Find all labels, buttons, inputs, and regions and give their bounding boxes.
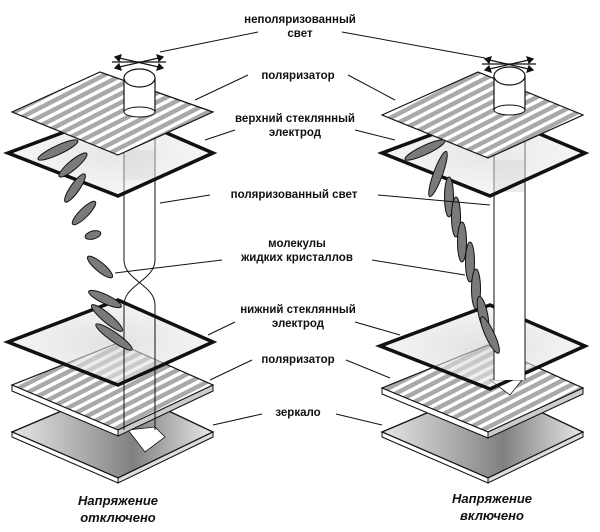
- label-lc-molecules: молекулы жидких кристаллов: [241, 237, 353, 265]
- label-line: нижний стеклянный: [240, 304, 356, 316]
- label-line: электрод: [271, 318, 325, 330]
- right-light-source: [493, 66, 526, 116]
- label-polarized-light: поляризованный свет: [230, 189, 358, 201]
- label-line: молекулы: [268, 238, 326, 250]
- right-unpolarized-arrows-icon: [482, 56, 536, 73]
- label-polarizer-bottom: поляризатор: [261, 354, 335, 366]
- label-lower-electrode: нижний стеклянный электрод: [240, 303, 356, 331]
- label-line: электрод: [268, 127, 322, 139]
- label-line: жидких кристаллов: [241, 252, 353, 264]
- right-lc-molecules: [404, 139, 500, 354]
- left-lower-electrode: [3, 298, 218, 387]
- leader-lines: [114, 31, 491, 426]
- caption-voltage-off: Напряжение отключено: [78, 492, 158, 526]
- label-polarizer-top: поляризатор: [261, 70, 335, 82]
- caption-line: включено: [460, 508, 524, 523]
- right-stack: [375, 56, 590, 484]
- label-line: неполяризованный: [244, 14, 356, 26]
- right-lower-electrode: [375, 303, 590, 391]
- right-top-polarizer: [380, 71, 585, 159]
- left-lc-molecules: [37, 139, 133, 351]
- caption-line: Напряжение: [452, 491, 532, 506]
- left-stack: [3, 54, 218, 484]
- label-line: верхний стеклянный: [235, 113, 355, 125]
- left-unpolarized-arrows-icon: [112, 54, 166, 71]
- caption-voltage-on: Напряжение включено: [452, 490, 532, 524]
- label-mirror: зеркало: [275, 407, 321, 419]
- caption-line: отключено: [80, 510, 156, 525]
- caption-line: Напряжение: [78, 493, 158, 508]
- label-unpolarized-light: неполяризованный свет: [244, 13, 356, 41]
- label-upper-electrode: верхний стеклянный электрод: [235, 112, 355, 140]
- left-top-polarizer: [10, 71, 215, 156]
- left-light-source: [123, 68, 156, 118]
- label-line: свет: [287, 28, 313, 40]
